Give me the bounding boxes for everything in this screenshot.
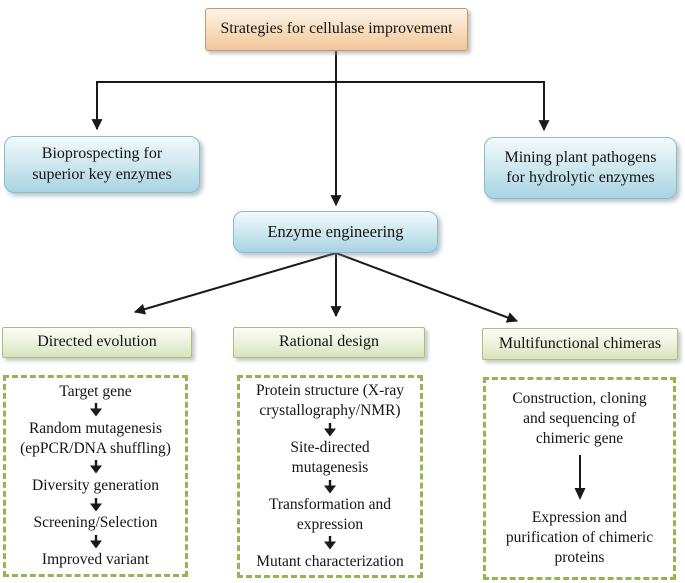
down-arrow-icon <box>89 534 102 549</box>
down-arrow-icon <box>89 403 102 417</box>
node-directed-evolution-label: Directed evolution <box>37 333 157 351</box>
workflow-step: Site-directed mutagenesis <box>290 439 370 477</box>
node-bioprospecting-label: Bioprospecting for superior key enzymes <box>32 145 172 183</box>
workflow-step: Screening/Selection <box>33 514 158 532</box>
workflow-step: Construction, cloning and sequencing of … <box>512 389 647 447</box>
node-bioprospecting: Bioprospecting for superior key enzymes <box>4 136 200 193</box>
node-enzyme-engineering-label: Enzyme engineering <box>267 222 404 242</box>
down-arrow-icon <box>574 455 585 501</box>
node-enzyme-engineering: Enzyme engineering <box>233 211 438 253</box>
node-directed-evolution: Directed evolution <box>2 327 192 358</box>
workflow-step: Protein structure (X-ray crystallography… <box>255 382 405 420</box>
workflow-directed-evolution: Target gene Random mutagenesis (epPCR/DN… <box>3 375 188 577</box>
workflow-step: Transformation and expression <box>268 495 392 533</box>
node-mining-pathogens: Mining plant pathogens for hydrolytic en… <box>484 137 677 199</box>
down-arrow-icon <box>324 479 336 494</box>
down-arrow-icon <box>324 422 336 437</box>
workflow-step: Mutant characterization <box>256 552 404 570</box>
down-arrow-icon <box>89 460 102 474</box>
workflow-multifunctional-chimeras: Construction, cloning and sequencing of … <box>483 377 676 580</box>
node-multifunctional-chimeras: Multifunctional chimeras <box>482 328 678 360</box>
down-arrow-icon <box>89 497 102 512</box>
node-mining-pathogens-label: Mining plant pathogens for hydrolytic en… <box>504 148 657 186</box>
workflow-step: Random mutagenesis (epPCR/DNA shuffling) <box>20 419 171 457</box>
node-strategies-root: Strategies for cellulase improvement <box>205 8 468 51</box>
node-rational-design: Rational design <box>233 327 425 358</box>
node-rational-design-label: Rational design <box>279 333 379 351</box>
workflow-rational-design: Protein structure (X-ray crystallography… <box>237 375 423 578</box>
workflow-step: Diversity generation <box>32 477 159 494</box>
down-arrow-icon <box>324 536 336 550</box>
workflow-step: Improved variant <box>41 551 150 569</box>
workflow-step: Expression and purification of chimeric … <box>505 509 654 567</box>
node-strategies-label: Strategies for cellulase improvement <box>220 20 453 38</box>
workflow-step: Target gene <box>59 382 132 400</box>
node-multifunctional-chimeras-label: Multifunctional chimeras <box>498 334 662 352</box>
